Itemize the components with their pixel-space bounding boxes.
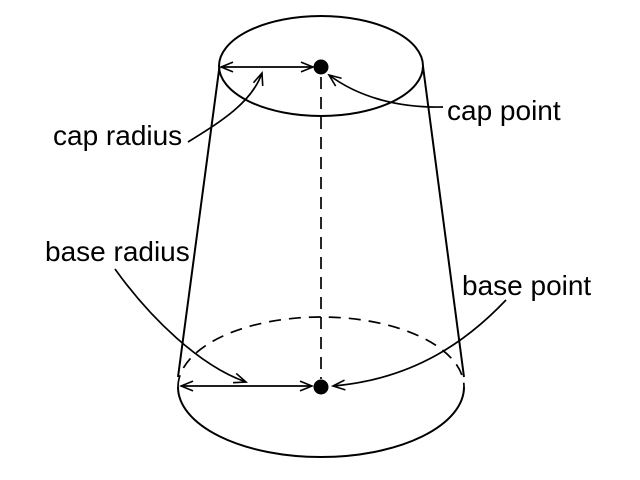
left-silhouette-line bbox=[177, 66, 221, 378]
cap-point-leader bbox=[329, 75, 444, 108]
base-point-dot bbox=[313, 379, 329, 395]
right-silhouette-line bbox=[422, 66, 465, 378]
base-back-hidden-arc bbox=[177, 316, 465, 388]
base-radius-label: base radius bbox=[45, 236, 190, 267]
base-front-arc bbox=[177, 386, 465, 458]
base-point-leader bbox=[333, 299, 507, 386]
cap-radius-label: cap radius bbox=[53, 120, 182, 151]
cap-point-dot bbox=[313, 59, 329, 75]
cap-radius-leader bbox=[187, 73, 262, 143]
cap-point-label: cap point bbox=[447, 95, 561, 126]
base-radius-leader bbox=[114, 268, 246, 382]
base-point-label: base point bbox=[462, 270, 591, 301]
